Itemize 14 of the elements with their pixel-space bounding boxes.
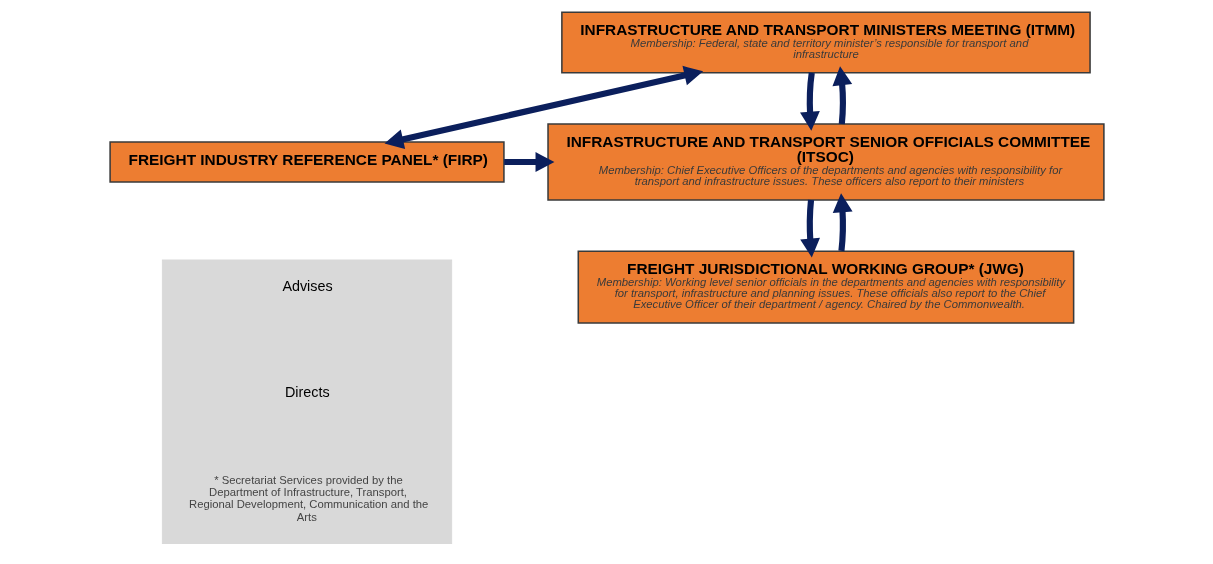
- node-box: [161, 259, 452, 545]
- node-box: INFRASTRUCTURE AND TRANSPORT MINISTERS MEETING (ITMM) Membership: Federal, state and territory minister’s responsible for transport and infrastructure: [560, 11, 1091, 74]
- arrow: [384, 65, 703, 149]
- label: * Secretariat Services provided by the Department of Infrastructure, Transport, Regional Development, Communication and the Arts: [188, 473, 428, 523]
- arrow: [831, 66, 852, 125]
- legend-label: Advises: [281, 277, 333, 294]
- arrow: [799, 72, 820, 131]
- arrow: [503, 152, 554, 172]
- legend-label: Directs: [284, 384, 330, 401]
- node-box: INFRASTRUCTURE AND TRANSPORT SENIOR OFFICIALS COMMITTEE (ITSOC) Membership: Chief Executive Officers of the departments and agencies with responsibility for transport and infrastructure issues. These officers also report to their ministers: [546, 123, 1105, 201]
- node-box: FREIGHT INDUSTRY REFERENCE PANEL* (FIRP): [108, 141, 505, 183]
- arrow: [799, 199, 820, 258]
- arrow: [832, 193, 853, 252]
- node-box: FREIGHT JURISDICTIONAL WORKING GROUP* (JWG) Membership: Working level senior officials in the departments and agencies with responsibility for transport, infrastructure and planning issues. These officials also report to the Chief Executive Officer of their department / agency. Chaired by the Commonwealth.: [577, 250, 1074, 324]
